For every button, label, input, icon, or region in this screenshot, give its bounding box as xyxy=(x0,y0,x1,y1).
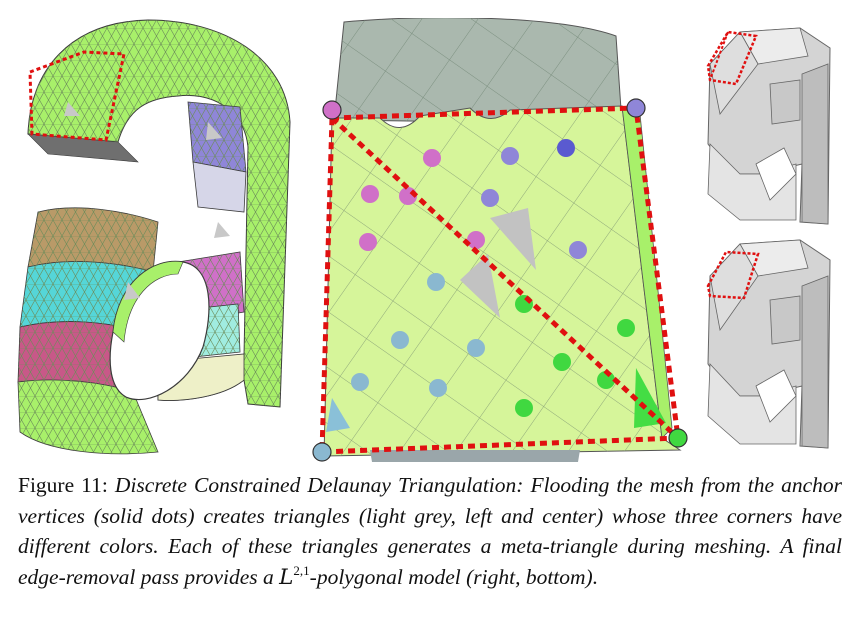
figure-area xyxy=(8,12,858,462)
letter-a-colored-mesh xyxy=(17,19,291,455)
corner-dot-top-left xyxy=(322,100,342,120)
caption-math-superscript: 2,1 xyxy=(293,562,310,578)
center-panel-zoomed-patch xyxy=(310,18,702,462)
right-bottom-polygonal-model xyxy=(700,236,858,458)
letter-a-polygonal-top xyxy=(706,27,831,225)
corner-dot-bottom-right xyxy=(668,428,688,448)
caption-text-end: -polygonal model (right, bottom). xyxy=(309,564,599,589)
anchor-markers xyxy=(351,139,635,417)
meta-triangle-diagonal xyxy=(330,116,680,440)
letter-a-polygonal-bottom xyxy=(706,239,831,449)
selection-outline-right-bottom xyxy=(706,250,760,300)
right-top-polygonal-model xyxy=(700,24,858,234)
caption-label: Figure 11: xyxy=(18,473,108,497)
selection-outline-right-top xyxy=(706,30,758,86)
caption-text: Discrete Constrained Delaunay Triangulat… xyxy=(18,473,843,589)
left-panel-colored-mesh xyxy=(8,12,300,458)
selection-outline-left xyxy=(28,50,126,142)
figure-caption: Figure 11: Discrete Constrained Delaunay… xyxy=(18,470,842,593)
caption-math-symbol: L xyxy=(279,564,294,590)
corner-dot-bottom-left xyxy=(312,442,332,462)
zoomed-mesh-patch xyxy=(312,18,688,462)
corner-dot-top-right xyxy=(626,98,646,118)
